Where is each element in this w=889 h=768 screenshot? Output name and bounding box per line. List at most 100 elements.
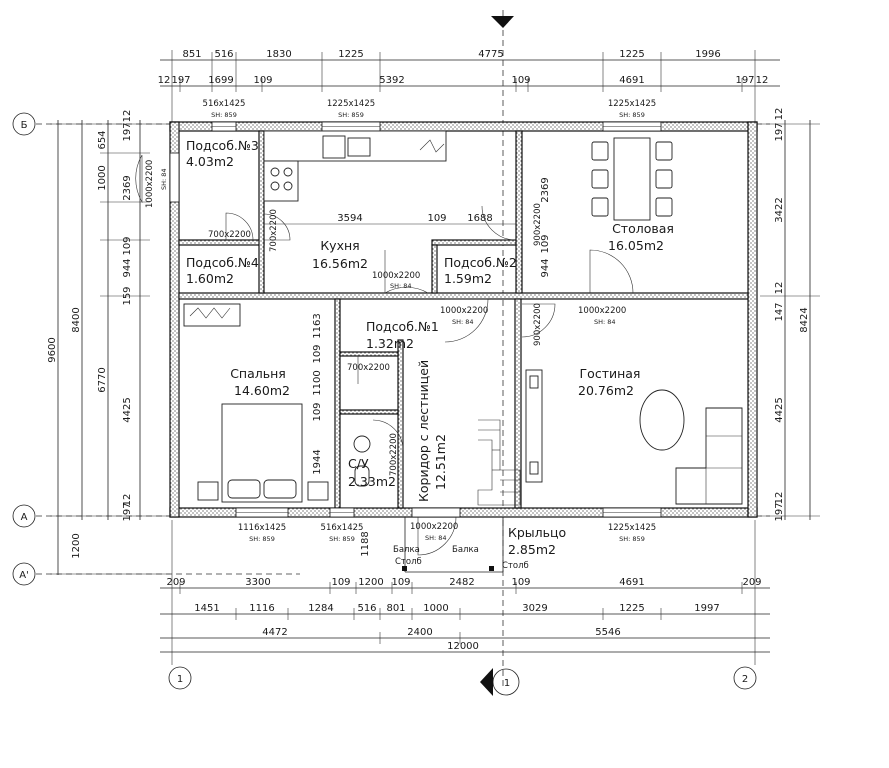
dim-top-2: 516 bbox=[214, 49, 233, 60]
door-3-size: 700x2200 bbox=[269, 209, 279, 252]
dim-int-1944: 1944 bbox=[312, 449, 323, 474]
room-bathroom-area: 2.33m2 bbox=[348, 474, 396, 489]
room-storage-1-area: 1.32m2 bbox=[366, 336, 414, 351]
dim-bot-r2-1: 1451 bbox=[194, 603, 219, 614]
dim-left-109: 109 bbox=[122, 236, 133, 255]
dim-top-r2-8: 197 bbox=[735, 75, 754, 86]
dim-int-109d: 109 bbox=[312, 402, 323, 421]
dim-right-12c: 12 bbox=[774, 492, 785, 505]
axis-2-label: 2 bbox=[742, 674, 748, 685]
dim-bot-r1-1: 209 bbox=[166, 577, 185, 588]
dim-top-r2-2: 197 bbox=[171, 75, 190, 86]
dim-left-4425: 4425 bbox=[122, 397, 133, 422]
door-1-sh: SH: 84 bbox=[160, 168, 168, 190]
chair-icon bbox=[655, 169, 673, 189]
door-6-sh: SH: 84 bbox=[452, 318, 474, 326]
door-6-size: 1000x2200 bbox=[440, 306, 488, 316]
dim-bot-r2-4: 516 bbox=[357, 603, 376, 614]
room-kitchen-area: 16.56m2 bbox=[312, 256, 368, 271]
dim-bot-r2-6: 1000 bbox=[423, 603, 448, 614]
window-bottom-1-sh: SH: 859 bbox=[249, 535, 275, 543]
dim-left-1200: 1200 bbox=[71, 533, 82, 558]
dining-table bbox=[613, 137, 651, 221]
dim-top-r2-7: 4691 bbox=[619, 75, 644, 86]
post-icon bbox=[489, 566, 494, 571]
dim-top-6: 1225 bbox=[619, 49, 644, 60]
dim-int-3594: 3594 bbox=[337, 213, 362, 224]
dim-right-4425: 4425 bbox=[774, 397, 785, 422]
axis-2-marker bbox=[733, 666, 757, 690]
dim-bot-r2-8: 1225 bbox=[619, 603, 644, 614]
tv-cabinet bbox=[525, 369, 543, 483]
hanger-icon bbox=[189, 307, 231, 319]
room-storage-3-area: 4.03m2 bbox=[186, 154, 234, 169]
bottom-window-labels: 1116x1425 SH: 859 516x1425 SH: 859 1225x… bbox=[238, 523, 656, 543]
dim-int-1188: 1188 bbox=[360, 531, 371, 556]
dim-right-197c: 197 bbox=[774, 502, 785, 521]
dim-bot-r1-8: 4691 bbox=[619, 577, 644, 588]
dim-bot-r2-2: 1116 bbox=[249, 603, 274, 614]
dim-left-159: 159 bbox=[122, 286, 133, 305]
dim-top-r2-3: 1699 bbox=[208, 75, 233, 86]
axis-1-label: 1 bbox=[177, 674, 183, 685]
dim-right-8424: 8424 bbox=[799, 307, 810, 332]
room-labels: Подсоб.№3 4.03m2 Подсоб.№4 1.60m2 Кухня … bbox=[186, 138, 674, 557]
dim-int-1688: 1688 bbox=[467, 213, 492, 224]
room-living-name: Гостиная bbox=[580, 366, 641, 381]
dim-left-944: 944 bbox=[122, 258, 133, 277]
dim-left-2369: 2369 bbox=[122, 175, 133, 200]
dim-bot-r3-3: 5546 bbox=[595, 627, 620, 638]
door-5-size: 1000x2200 bbox=[372, 271, 420, 281]
dim-left-9600: 9600 bbox=[47, 337, 58, 362]
room-kitchen-name: Кухня bbox=[320, 238, 359, 253]
coffee-table bbox=[639, 389, 685, 451]
room-dining-name: Столовая bbox=[612, 221, 674, 236]
axis-a-label: А bbox=[21, 512, 28, 523]
room-storage-2-name: Подсоб.№2 bbox=[444, 255, 517, 270]
window-bottom-2-size: 516x1425 bbox=[321, 523, 364, 533]
section-arrow-top bbox=[491, 16, 514, 28]
window-bottom-3-sh: SH: 859 bbox=[619, 535, 645, 543]
chair-icon bbox=[655, 197, 673, 217]
door-1-size: 1000x2200 bbox=[145, 160, 155, 208]
room-corridor-name: Коридор с лестницей bbox=[416, 360, 431, 502]
dim-left-197a: 197 bbox=[122, 122, 133, 141]
chair-icon bbox=[591, 197, 609, 217]
section-arrow-bottom bbox=[480, 668, 493, 696]
dim-top-5: 4775 bbox=[478, 49, 503, 60]
dim-top-r2-4: 109 bbox=[253, 75, 272, 86]
door-7-sh: SH: 84 bbox=[594, 318, 616, 326]
dim-left-1000: 1000 bbox=[97, 165, 108, 190]
dim-int-1100: 1100 bbox=[312, 370, 323, 395]
dim-top-r2-5: 5392 bbox=[379, 75, 404, 86]
dim-int-1163: 1163 bbox=[312, 313, 323, 338]
pillow-icon bbox=[227, 479, 261, 499]
sink-basin-icon bbox=[347, 137, 371, 157]
nightstand bbox=[307, 481, 329, 501]
dim-left-8400: 8400 bbox=[71, 307, 82, 332]
room-storage-2-area: 1.59m2 bbox=[444, 271, 492, 286]
window-top-3-sh: SH: 859 bbox=[619, 111, 645, 119]
window-bottom-2-sh: SH: 859 bbox=[329, 535, 355, 543]
fridge-icon bbox=[419, 139, 445, 153]
axis-a1-marker bbox=[12, 562, 36, 586]
room-storage-3-name: Подсоб.№3 bbox=[186, 138, 259, 153]
room-storage-4-name: Подсоб.№4 bbox=[186, 255, 259, 270]
dim-bot-r2-3: 1284 bbox=[308, 603, 333, 614]
chair-icon bbox=[591, 169, 609, 189]
furniture bbox=[183, 130, 743, 506]
dim-top-r2-6: 109 bbox=[511, 75, 530, 86]
dim-right-197a: 197 bbox=[774, 122, 785, 141]
window-top-2-size: 1225x1425 bbox=[327, 99, 375, 109]
room-storage-1-name: Подсоб.№1 bbox=[366, 319, 439, 334]
door-11-size: 1000x2200 bbox=[410, 522, 458, 532]
bottom-dimensions: 209 3300 109 1200 109 2482 109 4691 209 … bbox=[160, 577, 770, 653]
door-5-sh: SH: 84 bbox=[390, 282, 412, 290]
dim-right-147: 147 bbox=[774, 302, 785, 321]
door-4-size: 900x2200 bbox=[533, 203, 543, 246]
dim-left-12b: 12 bbox=[122, 494, 133, 507]
dim-int-2369: 2369 bbox=[540, 177, 551, 202]
door-11-sh: SH: 84 bbox=[425, 534, 447, 542]
washbasin-icon bbox=[353, 435, 371, 453]
